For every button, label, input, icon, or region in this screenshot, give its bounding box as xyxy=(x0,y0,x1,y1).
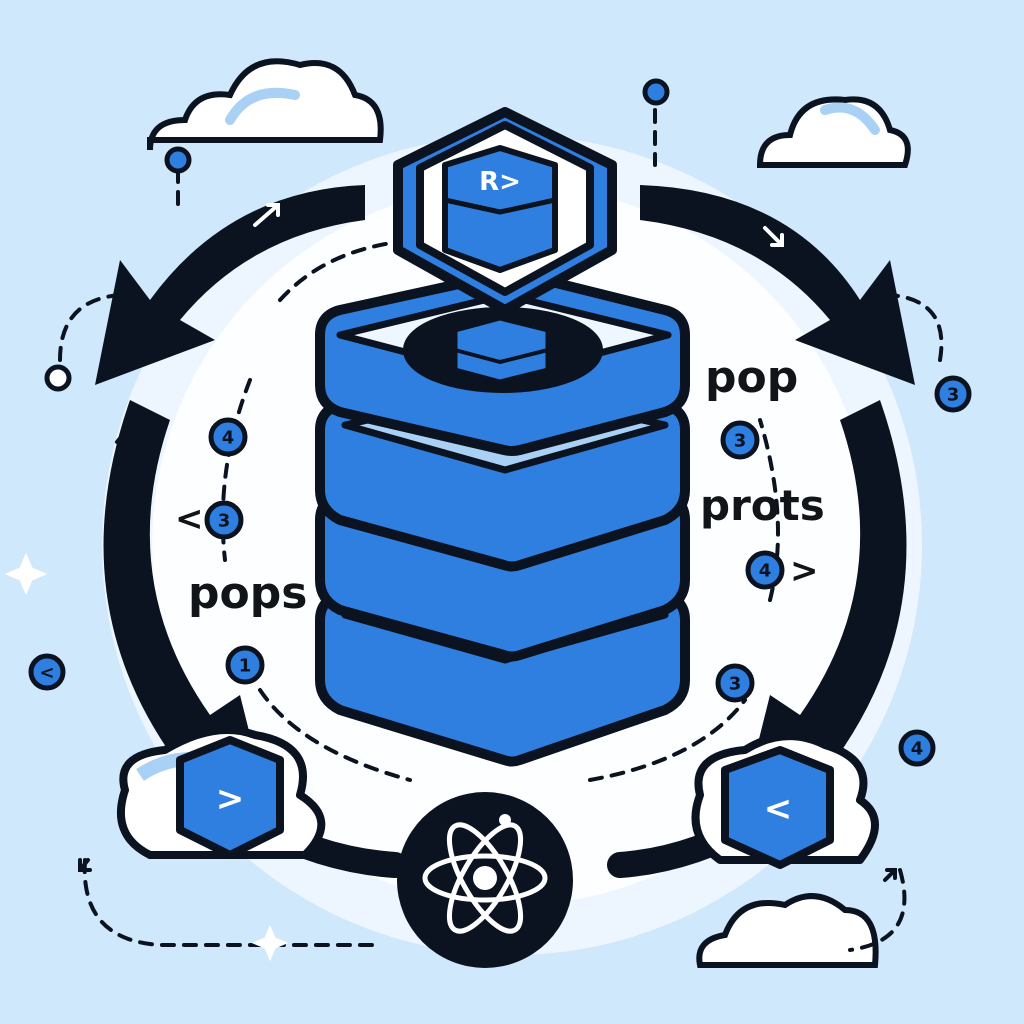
right-bracket-glyph: > xyxy=(790,551,819,591)
svg-text:3: 3 xyxy=(734,431,747,452)
number-badge-right-edge-4: 4 xyxy=(898,729,936,767)
number-badge-left-edge: < xyxy=(28,653,66,691)
svg-text:3: 3 xyxy=(729,674,742,695)
code-block-icon xyxy=(393,107,617,315)
svg-text:1: 1 xyxy=(239,656,252,677)
right-top-label: pop xyxy=(705,352,798,403)
left-hex-glyph: > xyxy=(216,779,245,819)
orbit-node-hollow xyxy=(44,364,72,392)
hexagon-component-icon-right xyxy=(691,732,879,869)
number-badge-left-3: 3 xyxy=(204,500,244,540)
svg-text:4: 4 xyxy=(222,428,235,449)
number-badge-right-4: 4 xyxy=(745,550,785,590)
svg-text:<: < xyxy=(39,663,54,684)
hexagon-component-icon-left xyxy=(116,726,326,859)
cloud-icon-top-right xyxy=(756,96,911,168)
svg-text:4: 4 xyxy=(911,739,924,760)
small-arrow-icon xyxy=(253,203,784,247)
cycle-arrow-right xyxy=(640,185,915,815)
cycle-arrow-left xyxy=(95,185,365,815)
left-props-label: pops xyxy=(188,568,307,619)
svg-text:3: 3 xyxy=(218,511,231,532)
small-arrow-icon-dark xyxy=(78,428,897,882)
right-props-label: prots xyxy=(700,481,825,530)
number-badge-left-1: 1 xyxy=(225,645,265,685)
right-hex-glyph: < xyxy=(764,789,793,829)
number-badge-right-3b: 3 xyxy=(715,663,755,703)
sparkle-icon xyxy=(4,552,289,962)
atom-react-icon xyxy=(397,792,573,968)
left-bracket-glyph: < xyxy=(175,499,204,539)
number-badge-left-4: 4 xyxy=(208,417,248,457)
top-block-label: R> xyxy=(479,167,521,197)
layered-stack-icon xyxy=(315,268,690,767)
number-badge-right-3a: 3 xyxy=(720,420,760,460)
number-badge-right-edge-3: 3 xyxy=(934,375,972,413)
cloud-icon-top-left xyxy=(147,58,384,151)
svg-text:4: 4 xyxy=(759,561,772,582)
orbit-node xyxy=(164,78,670,174)
svg-text:3: 3 xyxy=(947,385,960,406)
cloud-icon-bottom-right xyxy=(696,893,879,968)
